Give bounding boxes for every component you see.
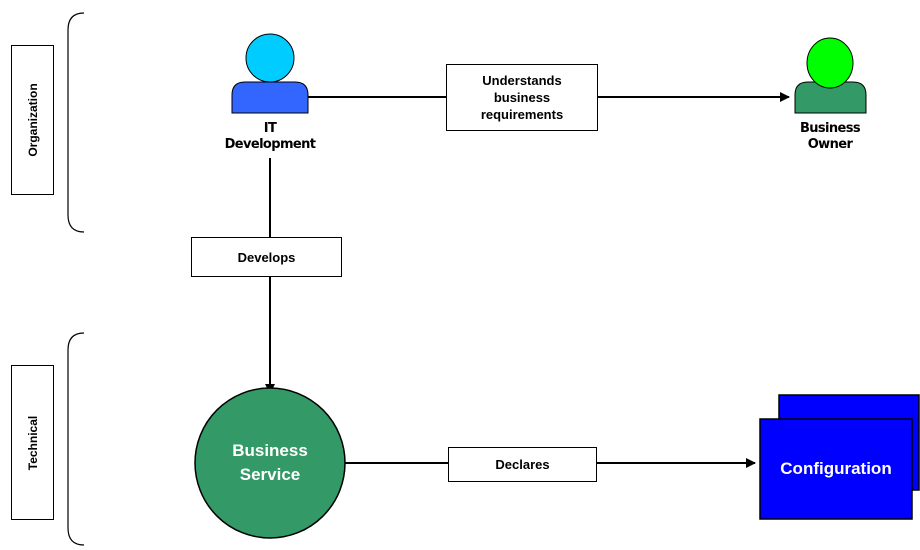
understands-relation-label: Understands business requirements [446, 64, 598, 131]
configuration-label: Configuration [780, 459, 892, 478]
technical-lane-text: Technical [25, 415, 40, 470]
business-service-node [194, 387, 346, 539]
declares-relation-label: Declares [448, 447, 597, 482]
configuration-node [759, 418, 913, 520]
organization-lane-text: Organization [25, 83, 40, 157]
organization-lane-label: Organization [11, 45, 54, 195]
business-owner-label: Business Owner [799, 121, 861, 152]
technical-bracket [67, 332, 85, 546]
it-development-label: IT Development [224, 121, 316, 152]
develops-relation-label: Develops [191, 237, 342, 277]
business-service-label: Business Service [232, 441, 308, 484]
organization-bracket [67, 12, 85, 233]
business-owner-actor-icon [794, 37, 867, 114]
technical-lane-label: Technical [11, 365, 54, 520]
it-development-actor-icon [231, 33, 309, 114]
